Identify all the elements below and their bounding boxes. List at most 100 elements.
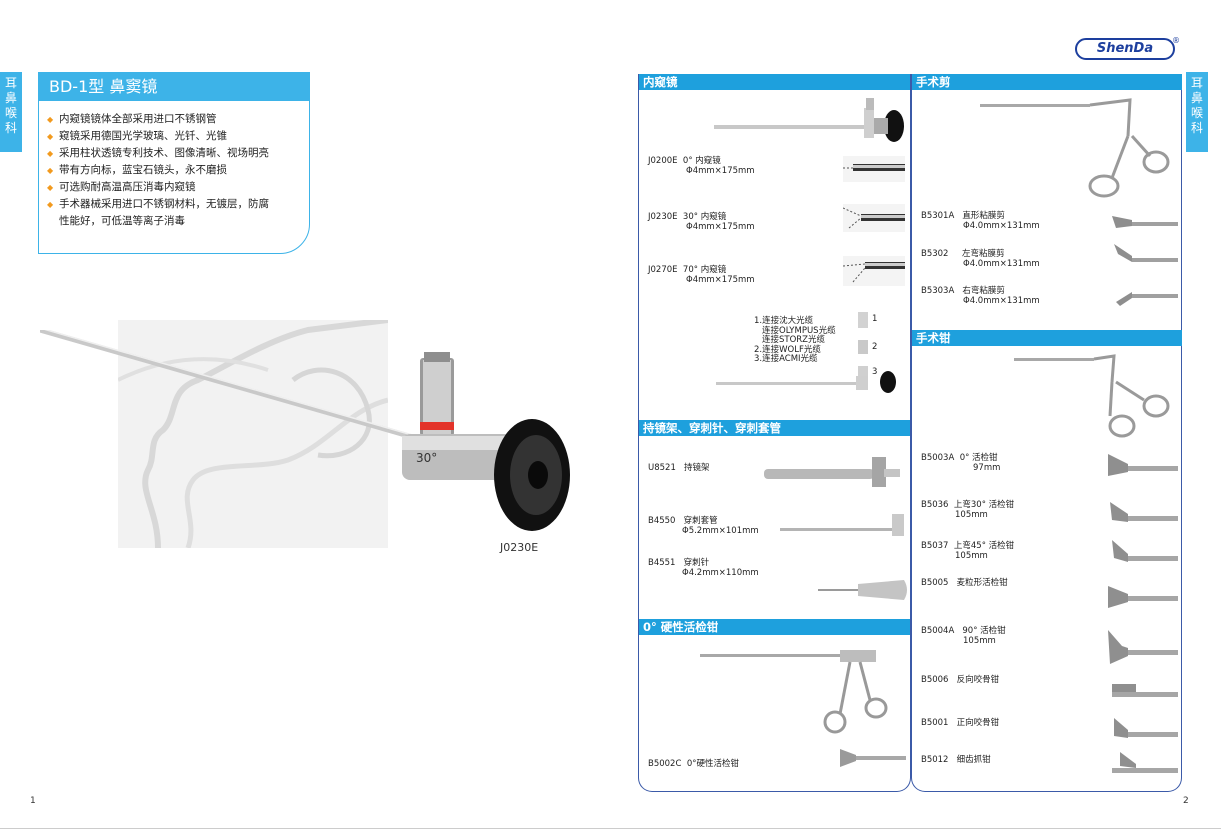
feature-item: 手术器械采用进口不锈钢材料，无镀层，防腐 [47,196,307,213]
page-number-right: 2 [1183,796,1189,806]
item-name: 右弯粘膜剪 [962,286,1005,296]
forceps-tips-image [1108,454,1178,773]
endoscope-tip-thumb-0 [843,156,905,182]
item-name: 直形粘膜剪 [962,211,1005,221]
item-spec: 105mm [955,551,988,561]
side-tab-left: 耳 鼻 喉 科 [0,72,22,152]
page-bottom-rule [0,828,1221,829]
item-name: 反向咬骨钳 [956,675,1000,685]
scope-holder-image [764,457,900,487]
scissors-item: B5303A 右弯粘膜剪 Φ4.0mm×131mm [921,286,1040,306]
side-tab-char: 喉 [4,106,17,120]
item-code: B5005 [921,578,949,588]
item-spec: 97mm [973,463,1001,473]
item-code: U8521 [648,463,676,473]
feature-item: 采用柱状透镜专利技术、图像清晰、视场明亮 [47,145,307,162]
connector-adapters-image [858,312,868,378]
side-tab-char: 喉 [1190,106,1203,120]
feature-list: 内窥镜镜体全部采用进口不锈钢管 窥镜采用德国光学玻璃、光钎、光锥 采用柱状透镜专… [47,111,307,230]
item-name: 左弯粘膜剪 [961,249,1005,259]
side-tab-char: 鼻 [4,91,17,105]
item-spec: Φ4.0mm×131mm [963,296,1040,306]
page-number-left: 1 [30,796,36,806]
forceps-image [1014,354,1170,438]
endoscope-item: J0270E 70° 内窥镜 Φ4mm×175mm [648,265,755,285]
endoscope-with-adapter-image [716,371,896,393]
feature-item: 可选购耐高温高压消毒内窥镜 [47,179,307,196]
item-name: 细齿抓钳 [956,755,991,765]
connector-note: 连接OLYMPUS光缆 [762,325,836,336]
forceps-item: B5004A 90° 活检钳 105mm [921,626,1006,646]
left-column-panel [638,74,911,792]
scissors-image [980,98,1170,198]
connector-num: 1 [872,314,878,324]
item-name: 0° 内窥镜 [682,156,721,166]
connector-note: 3.连接ACMI光缆 [754,354,818,364]
endoscope-item: J0230E 30° 内窥镜 Φ4mm×175mm [648,212,755,232]
scissors-item: B5301A 直形粘膜剪 Φ4.0mm×131mm [921,211,1040,231]
head-profile-illustration [118,320,388,548]
item-spec: Φ4mm×175mm [686,166,755,176]
side-tab-char: 鼻 [1190,91,1203,105]
item-spec: Φ4mm×175mm [686,275,755,285]
rigid-forceps-image [700,650,888,734]
trocar-sleeve-image [780,514,904,536]
item-spec: 105mm [963,636,996,646]
item-code: B5301A [921,211,955,221]
feature-item: 带有方向标，蓝宝石镜头，永不磨损 [47,162,307,179]
section-rigid-title: 0° 硬性活检钳 [639,619,910,635]
holder-item: B4550 穿刺套管 Φ5.2mm×101mm [648,516,759,536]
connector-num: 3 [872,367,878,377]
item-code: B5303A [921,286,955,296]
holder-item: B4551 穿刺针 Φ4.2mm×110mm [648,558,759,578]
side-tab-char: 耳 [4,76,17,90]
forceps-item: B5012 细齿抓钳 [921,755,991,765]
item-spec: Φ4.0mm×131mm [963,221,1040,231]
forceps-item: B5003A 0° 活检钳 97mm [921,453,1000,473]
item-name: 穿刺针 [683,558,710,568]
item-spec: Φ4.2mm×110mm [682,568,759,578]
endoscope-thumb [714,98,904,142]
item-code: B5006 [921,675,949,685]
right-column-panel [911,74,1182,792]
forceps-item: B5005 麦粒形活检钳 [921,578,1008,588]
rigid-forceps-tip-image [840,749,906,767]
item-code: J0230E [648,212,678,222]
item-name: 穿刺套管 [683,516,718,526]
item-code: B5037 [921,541,949,551]
item-code: B5004A [921,626,955,636]
item-code: B5302 [921,249,949,259]
scissors-item: B5302 左弯粘膜剪 Φ4.0mm×131mm [921,249,1040,269]
forceps-item: B5001 正向咬骨钳 [921,718,999,728]
scissors-tips-image [1112,216,1178,306]
connector-num: 2 [872,342,878,352]
item-spec: Φ4mm×175mm [686,222,755,232]
item-code: B5003A [921,453,955,463]
hero-image-background [118,320,388,548]
item-code: B5036 [921,500,949,510]
brand-logo: ShenDa [1075,38,1175,60]
item-name: 70° 内窥镜 [682,265,727,275]
feature-item-continued: 性能好，可低温等离子消毒 [59,215,185,227]
section-holder-title: 持镜架、穿刺针、穿刺套管 [639,420,910,436]
item-spec: 105mm [955,510,988,520]
item-spec: Φ4.0mm×131mm [963,259,1040,269]
item-name: 上弯45° 活检钳 [953,541,1015,551]
connector-note: 1.连接沈大光缆 [754,316,814,326]
angle-label: 30° [416,451,437,465]
forceps-item: B5006 反向咬骨钳 [921,675,999,685]
item-name: 上弯30° 活检钳 [953,500,1015,510]
item-name: 持镜架 [683,463,710,473]
puncture-needle-image [818,580,907,600]
feature-item: 窥镜采用德国光学玻璃、光钎、光锥 [47,128,307,145]
feature-item: 内窥镜镜体全部采用进口不锈钢管 [47,111,307,128]
item-name: 正向咬骨钳 [956,718,1000,728]
item-name: 30° 内窥镜 [682,212,727,222]
connector-note: 2.连接WOLF光缆 [754,344,821,355]
item-code: B4551 [648,558,676,568]
forceps-item: B5036 上弯30° 活检钳 105mm [921,500,1014,520]
item-code: B5012 [921,755,949,765]
connector-notes: 1.连接沈大光缆 连接OLYMPUS光缆 连接STORZ光缆 2.连接WOLF光… [754,316,836,365]
endoscope-hero-image: 30° [40,330,570,531]
section-scissors-title: 手术剪 [912,74,1182,90]
